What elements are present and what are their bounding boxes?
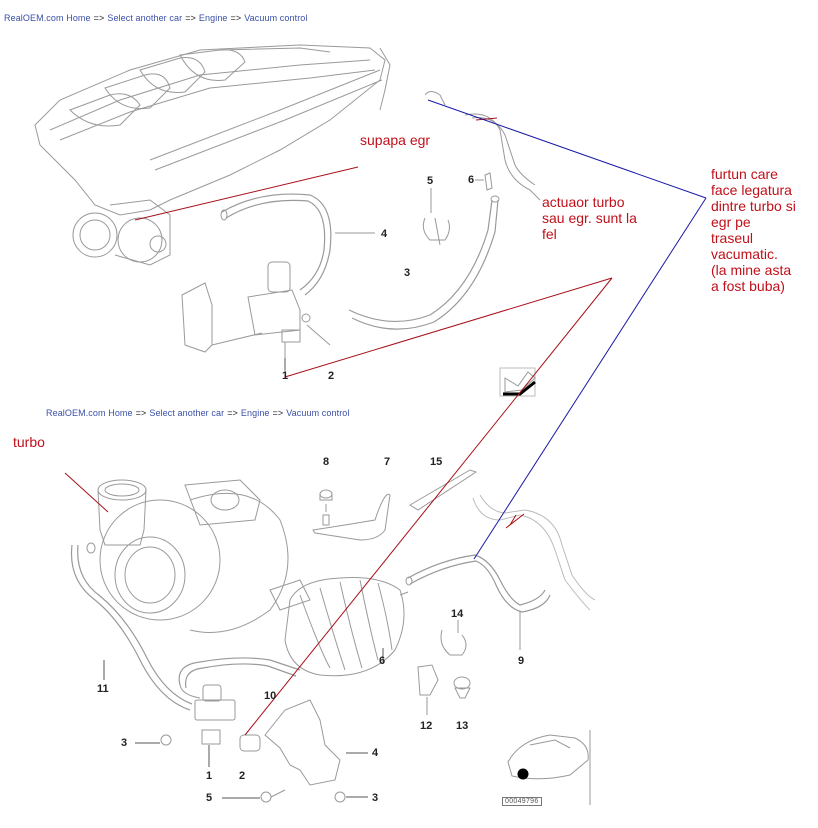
breadcrumb-engine-link[interactable]: Engine: [240, 408, 270, 418]
part-number-14: 14: [451, 608, 464, 620]
breadcrumb-vacuum-control-link[interactable]: Vacuum control: [286, 408, 350, 418]
part-number-10: 10: [264, 690, 277, 702]
breadcrumb-home-link[interactable]: RealOEM.com Home: [46, 408, 133, 418]
part-number-12: 12: [420, 720, 433, 732]
part-number-1: 1: [206, 770, 213, 782]
breadcrumb-separator: =>: [272, 408, 284, 418]
bracket-7-nut-8-tie-15-drawing: [312, 469, 478, 541]
part-number-3: 3: [121, 737, 128, 749]
upper-hose-bottom-drawing: [472, 494, 596, 611]
part-number-6: 6: [468, 174, 475, 186]
annotation-actuator: actuaor turbo sau egr. sunt la fel: [542, 194, 637, 242]
clips-bottom-drawing: [417, 620, 471, 715]
breadcrumb-vacuum-control-link[interactable]: Vacuum control: [244, 13, 308, 23]
image-code-label: 00049796: [502, 797, 542, 806]
part-number-3: 3: [404, 267, 411, 279]
annotation-line: a fost buba): [711, 278, 785, 294]
turbocharger-drawing: [70, 479, 289, 711]
part-number-4: 4: [372, 747, 379, 759]
part-number-2: 2: [328, 370, 335, 382]
part-number-3: 3: [372, 792, 379, 804]
car-thumbnail: [507, 730, 591, 805]
upper-hose-drawing: [424, 91, 541, 201]
egr-solenoid-valve-bottom-drawing: [160, 684, 346, 803]
annotation-turbo: turbo: [13, 434, 45, 450]
annotation-line: vacumatic.: [711, 246, 778, 262]
annotation-line: (la mine asta: [711, 262, 792, 278]
annotation-line: furtun care: [711, 166, 778, 182]
annotation-line: dintre turbo si: [711, 198, 796, 214]
part-number-2: 2: [239, 770, 246, 782]
breadcrumb-engine-link[interactable]: Engine: [198, 13, 228, 23]
annotation-line: actuaor turbo: [542, 194, 625, 210]
part-number-5: 5: [206, 792, 213, 804]
hose-9-drawing: [405, 554, 551, 650]
breadcrumb-bottom: RealOEM.com Home=>Select another car=>En…: [46, 408, 350, 418]
part-number-8: 8: [323, 456, 330, 468]
part-number-4: 4: [381, 228, 388, 240]
breadcrumb-top: RealOEM.com Home=>Select another car=>En…: [4, 13, 308, 23]
breadcrumb-separator: =>: [227, 408, 238, 418]
breadcrumb-separator: =>: [135, 408, 147, 418]
part-number-11: 11: [97, 683, 109, 695]
part-number-1: 1: [282, 370, 289, 382]
breadcrumb-select-car-link[interactable]: Select another car: [107, 13, 183, 23]
part-number-7: 7: [384, 456, 391, 468]
blue-annotation-lines: [427, 99, 707, 560]
direction-arrow-icon: [499, 367, 536, 397]
annotation-hose: furtun care face legatura dintre turbo s…: [711, 166, 796, 294]
hose-3-drawing: [348, 195, 500, 330]
part-number-13: 13: [456, 720, 469, 732]
part-number-9: 9: [518, 655, 525, 667]
annotation-line: face legatura: [711, 182, 792, 198]
annotation-line: egr pe: [711, 214, 751, 230]
breadcrumb-select-car-link[interactable]: Select another car: [149, 408, 225, 418]
annotation-line: sau egr. sunt la: [542, 210, 637, 226]
annotation-line: traseul: [711, 230, 754, 246]
clips-top-drawing: [422, 172, 493, 246]
breadcrumb-separator: =>: [93, 13, 105, 23]
hose-10-drawing: [178, 657, 301, 699]
breadcrumb-separator: =>: [230, 13, 242, 23]
egr-solenoid-valve-top-drawing: [181, 261, 331, 372]
part-number-15: 15: [430, 456, 443, 468]
part-number-5: 5: [427, 175, 434, 187]
leader-lines: [103, 358, 384, 799]
annotation-egr-valve: supapa egr: [360, 132, 431, 148]
hose-4-drawing: [220, 193, 332, 296]
vacuum-reservoir-6-drawing: [269, 577, 409, 677]
red-annotation-lines: [64, 117, 613, 736]
breadcrumb-home-link[interactable]: RealOEM.com Home: [4, 13, 91, 23]
intake-manifold-drawing: [34, 44, 391, 266]
annotation-line: fel: [542, 226, 557, 242]
part-number-6: 6: [379, 655, 386, 667]
breadcrumb-separator: =>: [185, 13, 196, 23]
